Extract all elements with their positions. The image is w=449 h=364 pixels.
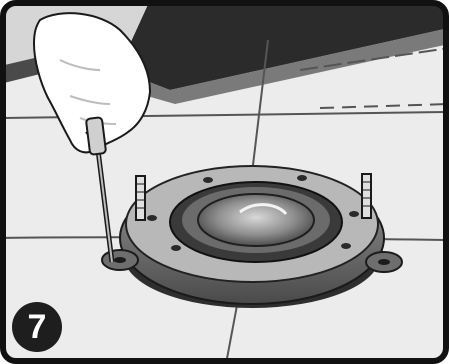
screwdriver-handle bbox=[86, 117, 106, 155]
closet-bolt-left bbox=[136, 176, 145, 220]
step-number-badge: 7 bbox=[12, 302, 62, 352]
flange-ear-hole-left bbox=[114, 257, 126, 263]
drain-opening bbox=[198, 194, 314, 246]
flange-ear-hole-right bbox=[378, 259, 390, 265]
closet-bolt-right bbox=[362, 174, 371, 218]
